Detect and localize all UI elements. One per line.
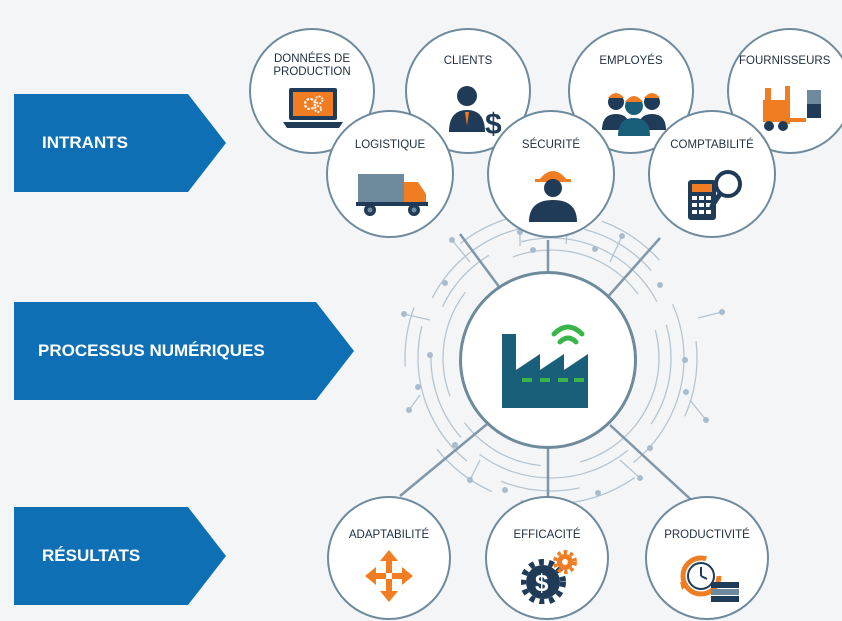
- stage-outputs-arrow: RÉSULTATS: [14, 507, 226, 605]
- adaptability-label: ADAPTABILITÉ: [348, 529, 430, 541]
- output-productivity: PRODUCTIVITÉ: [645, 496, 769, 620]
- logistics-label: LOGISTIQUE: [354, 139, 426, 151]
- clients-label: CLIENTS: [443, 55, 493, 67]
- input-accounting: COMPTABILITÉ: [648, 110, 776, 238]
- truck-icon: [356, 174, 428, 216]
- clock-money-icon: [680, 555, 739, 602]
- employees-label: EMPLOYÉS: [599, 55, 663, 67]
- forklift-icon: [763, 86, 821, 131]
- digital-process-hub: [459, 271, 637, 449]
- input-security: SÉCURITÉ: [487, 110, 615, 238]
- stage-inputs-arrow: INTRANTS: [14, 94, 226, 192]
- stage-process-arrow: PROCESSUS NUMÉRIQUES: [14, 302, 354, 400]
- employees-icon: [602, 93, 666, 136]
- output-efficiency: EFFICACITÉ $: [485, 496, 609, 620]
- productivity-label: PRODUCTIVITÉ: [664, 529, 750, 541]
- laptop-gears-icon: [283, 88, 343, 128]
- calculator-magnifier-icon: [688, 170, 742, 220]
- connector-lines: [399, 233, 701, 509]
- smart-factory-icon: [502, 324, 588, 408]
- production-data-label: DONNÉES DE PRODUCTION: [273, 53, 351, 78]
- client-dollar-icon: $: [449, 86, 501, 138]
- input-logistics: LOGISTIQUE: [326, 110, 454, 238]
- four-way-arrows-icon: [365, 550, 413, 602]
- safety-worker-icon: [529, 171, 577, 222]
- stage-process-label: PROCESSUS NUMÉRIQUES: [38, 341, 265, 360]
- output-adaptability: ADAPTABILITÉ: [327, 496, 451, 620]
- svg-text:$: $: [535, 570, 549, 597]
- efficiency-label: EFFICACITÉ: [513, 529, 581, 541]
- gear-dollar-icon: $: [521, 550, 577, 604]
- stage-outputs-label: RÉSULTATS: [42, 546, 141, 565]
- svg-text:$: $: [485, 108, 501, 138]
- security-label: SÉCURITÉ: [521, 139, 581, 151]
- stage-inputs-label: INTRANTS: [42, 133, 128, 152]
- suppliers-label: FOURNISSEURS: [739, 55, 831, 67]
- accounting-label: COMPTABILITÉ: [670, 139, 754, 151]
